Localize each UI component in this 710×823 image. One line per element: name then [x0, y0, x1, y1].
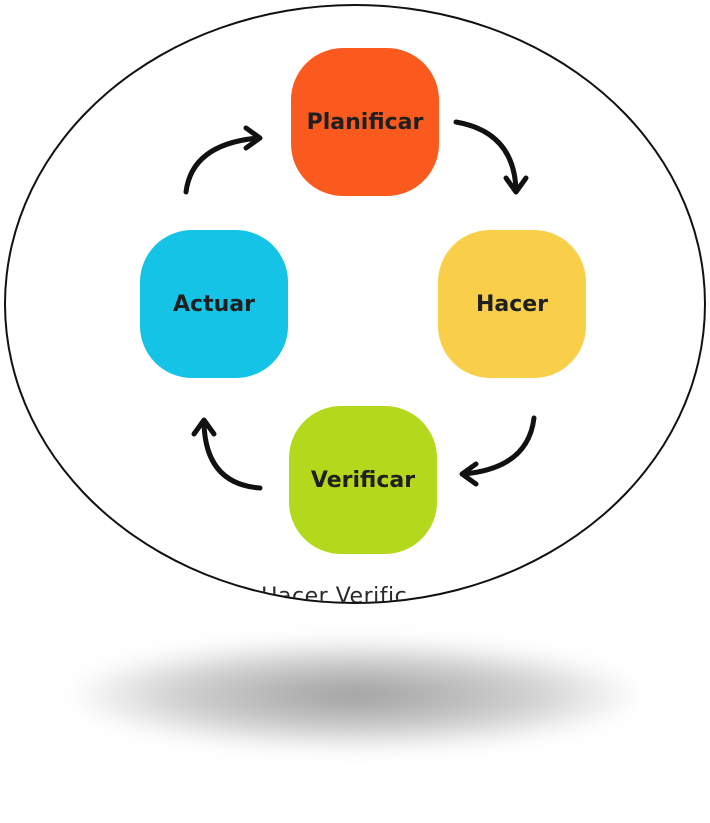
diagram-disc: Planificar Hacer Verificar Actuar Hacer … — [4, 4, 706, 604]
node-hacer: Hacer — [438, 230, 586, 378]
arrow-verificar-to-actuar — [201, 421, 263, 491]
cut-off-caption: Hacer Verific — [261, 584, 408, 604]
node-actuar: Actuar — [140, 230, 288, 378]
arrowhead-planificar — [243, 125, 263, 151]
arrowhead-verificar — [459, 461, 479, 487]
arrow-hacer-to-verificar — [461, 415, 537, 477]
node-label-actuar: Actuar — [173, 291, 255, 317]
arrowhead-actuar — [191, 417, 217, 437]
node-label-hacer: Hacer — [475, 291, 549, 317]
node-verificar: Verificar — [289, 406, 437, 554]
drop-shadow — [70, 640, 640, 750]
node-label-verificar: Verificar — [310, 467, 416, 493]
node-planificar: Planificar — [291, 48, 439, 196]
arrow-planificar-to-hacer — [453, 119, 519, 193]
arrowhead-hacer — [503, 175, 529, 195]
arrow-actuar-to-planificar — [183, 135, 261, 195]
node-label-planificar: Planificar — [306, 109, 424, 135]
cycle-arrows — [183, 119, 537, 491]
